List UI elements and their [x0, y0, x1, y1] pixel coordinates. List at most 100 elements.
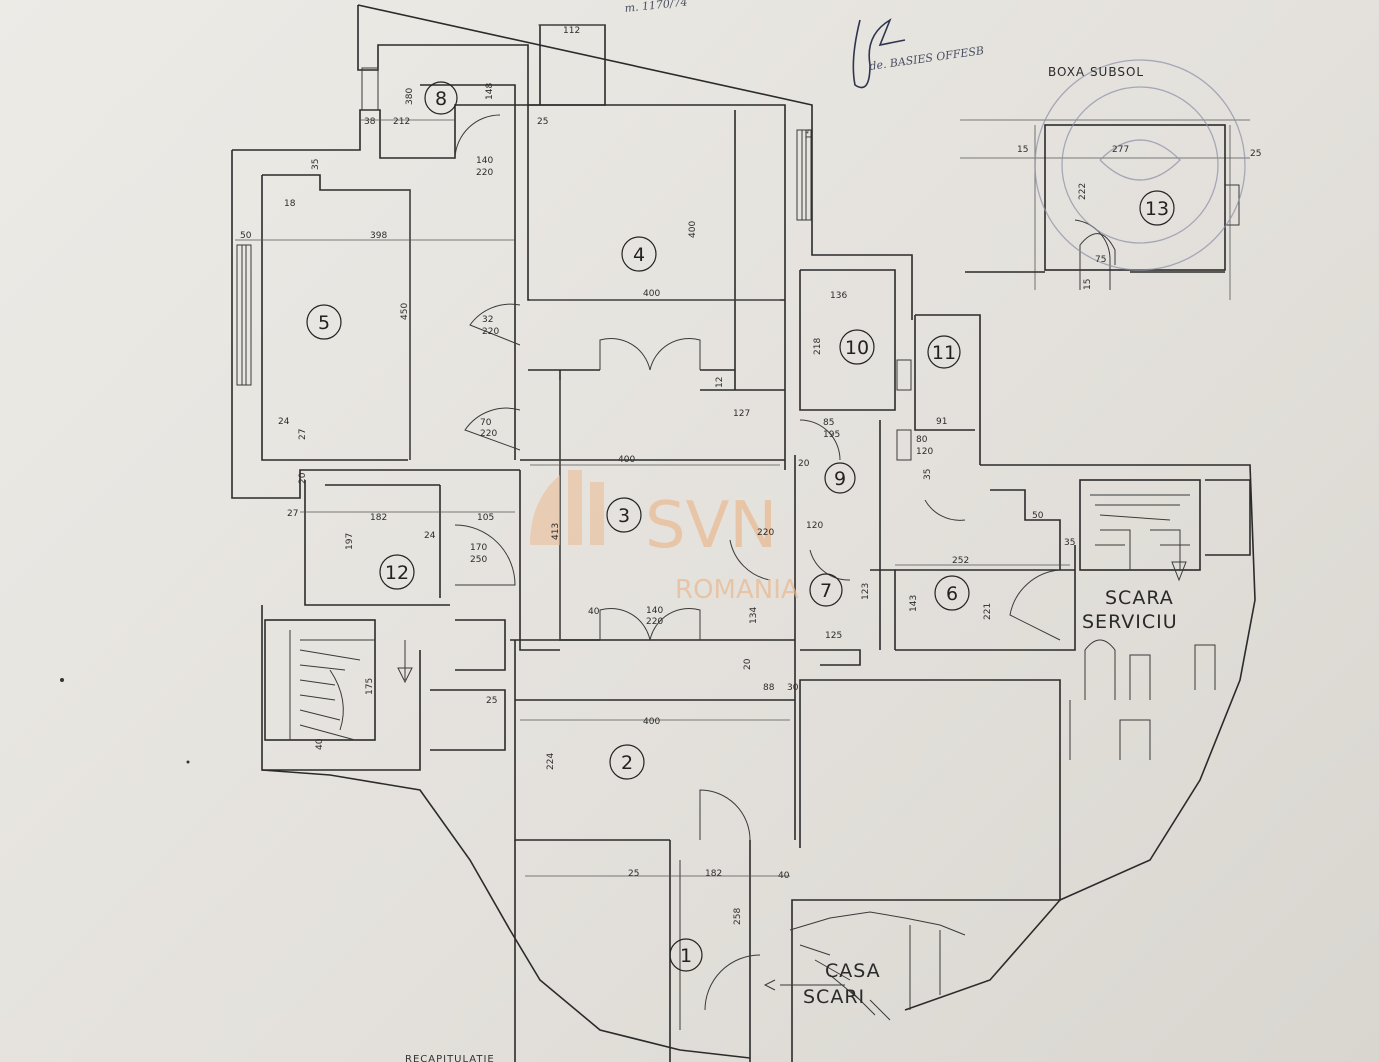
svg-text:80: 80: [916, 435, 928, 445]
svg-text:125: 125: [825, 631, 842, 641]
svg-text:35: 35: [923, 469, 933, 480]
svg-text:195: 195: [823, 430, 840, 440]
svg-text:148: 148: [485, 83, 495, 100]
svg-text:220: 220: [482, 327, 499, 337]
stamp-seal: [1034, 59, 1246, 271]
window-marks: [236, 67, 1240, 461]
svg-text:91: 91: [936, 417, 947, 427]
svg-text:380: 380: [405, 88, 415, 105]
serviciu-label: SERVICIU: [1082, 611, 1178, 633]
svg-text:4: 4: [633, 244, 645, 266]
svg-text:220: 220: [476, 168, 493, 178]
svg-text:18: 18: [284, 199, 296, 209]
svg-text:112: 112: [563, 26, 580, 36]
svg-text:40: 40: [588, 607, 600, 617]
svg-text:7: 7: [820, 580, 832, 602]
svg-text:224: 224: [546, 753, 556, 770]
svg-text:8: 8: [435, 88, 447, 110]
svg-text:250: 250: [470, 555, 487, 565]
svg-text:24: 24: [424, 531, 436, 541]
stairs-main: [679, 860, 966, 1030]
svg-text:20: 20: [743, 658, 753, 670]
svg-text:134: 134: [749, 607, 759, 624]
svg-text:40: 40: [315, 738, 325, 750]
svg-text:2: 2: [621, 752, 633, 774]
boxa-subsol-label: BOXA SUBSOL: [1048, 65, 1144, 79]
svg-text:12: 12: [715, 377, 725, 388]
plan-labels: BOXA SUBSOL SCARA SERVICIU CASA SCARI RE…: [405, 65, 1178, 1062]
svg-text:182: 182: [705, 869, 722, 879]
outer-walls: [231, 4, 1256, 1062]
room-11: 11: [927, 335, 961, 369]
svg-text:252: 252: [952, 556, 969, 566]
svg-text:25: 25: [486, 696, 497, 706]
room-5: 5: [306, 304, 342, 340]
svg-text:27: 27: [298, 429, 308, 440]
stairs-service: [1079, 479, 1201, 582]
svg-text:13: 13: [1145, 198, 1169, 220]
svg-text:70: 70: [480, 418, 492, 428]
boxa-subsol: [965, 124, 1226, 290]
svg-text:123: 123: [861, 583, 871, 600]
svg-text:220: 220: [757, 528, 774, 538]
watermark-brand: SVN: [645, 489, 777, 563]
svg-text:221: 221: [983, 603, 993, 620]
svg-text:24: 24: [278, 417, 290, 427]
signature: de. BASIES OFFESB m. 1170/74: [624, 0, 985, 89]
svg-text:75: 75: [1095, 255, 1106, 265]
room-3: 3: [606, 497, 642, 533]
svg-text:25: 25: [537, 117, 548, 127]
svg-text:25: 25: [628, 869, 639, 879]
scara-label: SCARA: [1105, 587, 1174, 609]
svg-text:136: 136: [830, 291, 847, 301]
svg-text:15: 15: [1017, 145, 1028, 155]
svg-text:120: 120: [806, 521, 823, 531]
casa-label: CASA: [825, 960, 881, 982]
svg-text:170: 170: [470, 543, 487, 553]
svg-text:218: 218: [813, 338, 823, 355]
scari-label: SCARI: [803, 986, 865, 1008]
svg-text:15: 15: [805, 129, 815, 140]
room-12: 12: [379, 554, 415, 590]
stairs-left: [264, 619, 413, 741]
room-2: 2: [609, 744, 645, 780]
door-swings: [454, 114, 1111, 1011]
svg-text:175: 175: [365, 678, 375, 695]
watermark-logo: SVN ROMANIA: [530, 470, 799, 605]
svg-text:15: 15: [1083, 279, 1093, 290]
svg-text:5: 5: [318, 312, 330, 334]
arched-niches: [1069, 639, 1216, 760]
room-1: 1: [669, 938, 703, 972]
svg-text:400: 400: [643, 289, 660, 299]
svg-text:50: 50: [240, 231, 252, 241]
inner-walls: [325, 104, 1251, 840]
svg-text:20: 20: [298, 472, 308, 484]
svg-text:127: 127: [733, 409, 750, 419]
svg-text:de. BASIES OFFESB: de. BASIES OFFESB: [869, 44, 985, 73]
svg-text:30: 30: [787, 683, 799, 693]
dimension-texts: 112 380 148 212 38 25 398 50 18 35 450 2…: [240, 26, 1261, 925]
svg-text:140: 140: [646, 606, 663, 616]
svg-text:140: 140: [476, 156, 493, 166]
room-10: 10: [839, 329, 875, 365]
room-8: 8: [424, 81, 458, 115]
svg-text:197: 197: [345, 533, 355, 550]
svg-text:413: 413: [551, 523, 561, 540]
room-7: 7: [809, 573, 843, 607]
room-4: 4: [621, 236, 657, 272]
svg-text:9: 9: [834, 468, 846, 490]
room-13: 13: [1139, 190, 1175, 226]
svg-text:120: 120: [916, 447, 933, 457]
svg-text:27: 27: [287, 509, 298, 519]
svg-text:35: 35: [311, 159, 321, 170]
svg-text:12: 12: [385, 562, 409, 584]
svg-text:25: 25: [1250, 149, 1261, 159]
svg-text:1: 1: [680, 945, 692, 967]
svg-text:85: 85: [823, 418, 834, 428]
svg-text:20: 20: [798, 459, 810, 469]
svg-text:277: 277: [1112, 145, 1129, 155]
room-6: 6: [934, 575, 970, 611]
room-9: 9: [824, 462, 856, 494]
